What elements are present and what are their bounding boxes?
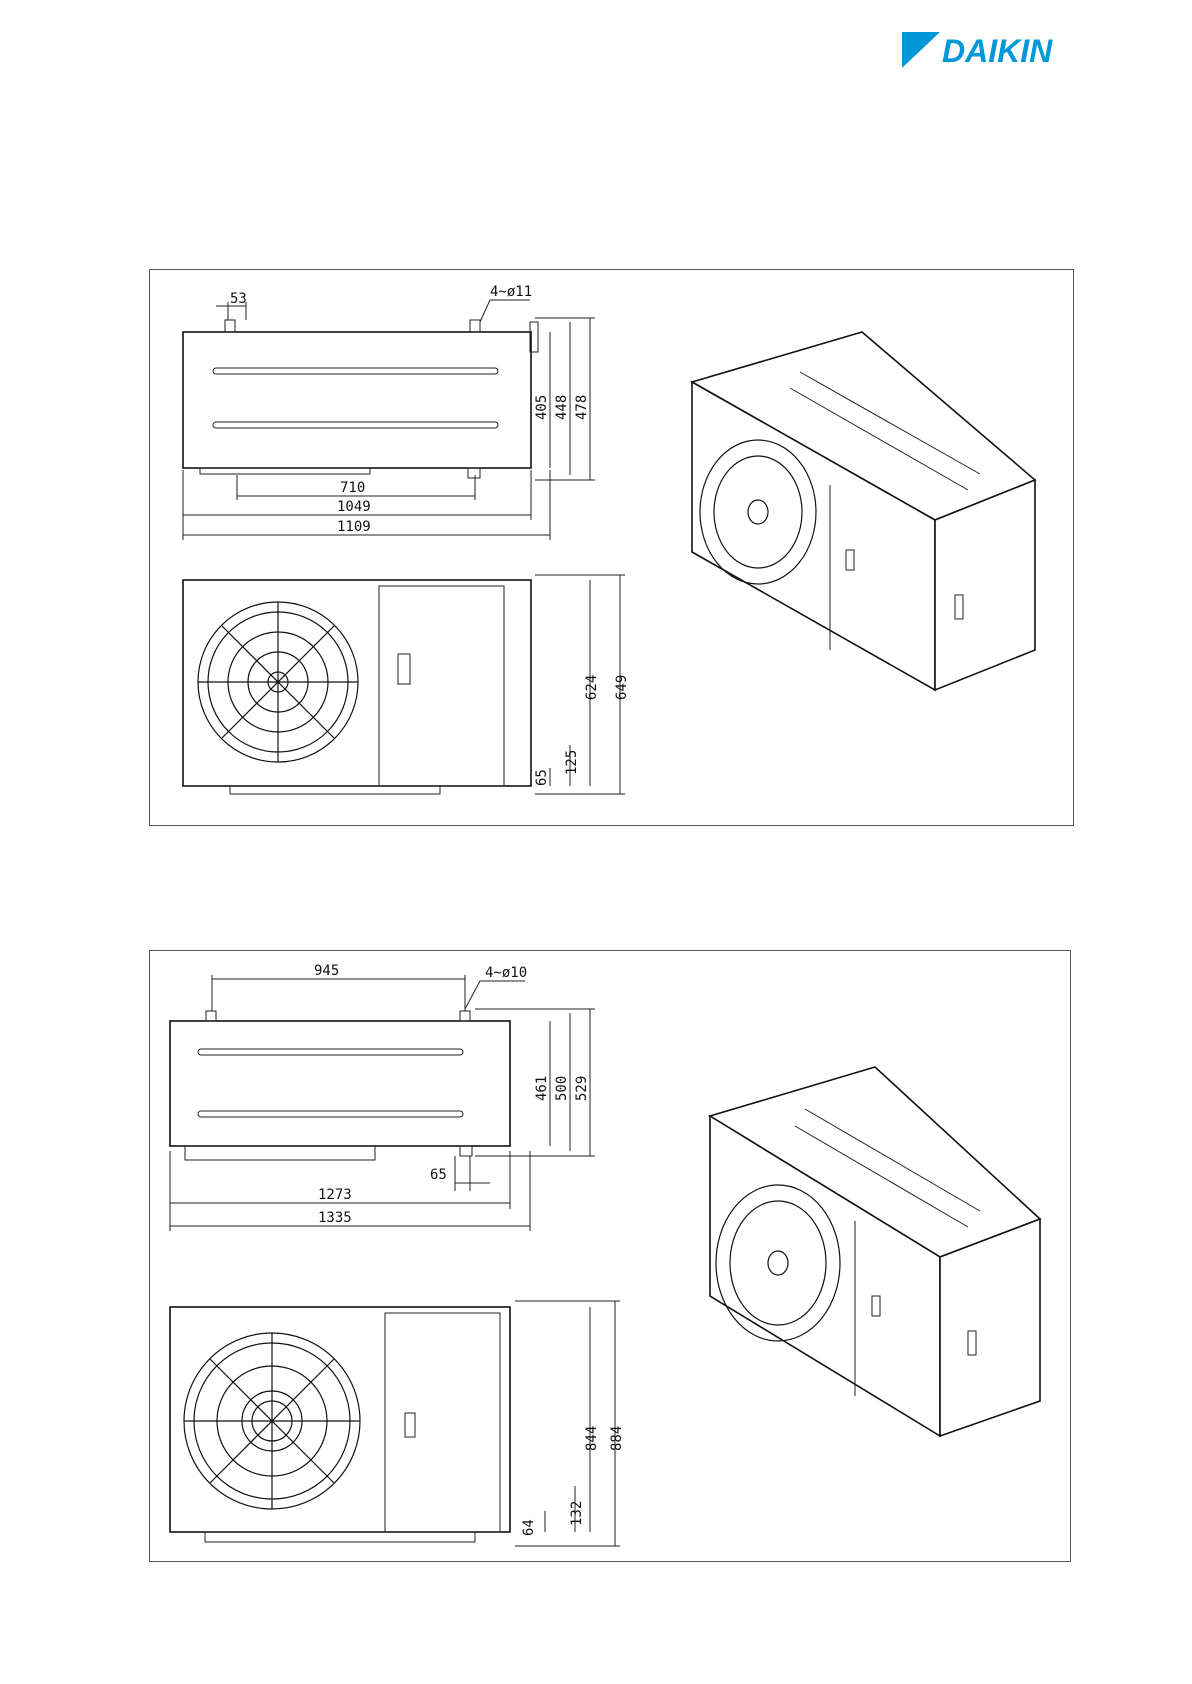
unit1-front-view: 624 649 125 65: [183, 575, 630, 794]
dim-1335: 1335: [318, 1210, 352, 1226]
dim-945: 945: [314, 963, 339, 979]
unit2-top-view: 945 4~ø10 461 500 529 65 1273: [170, 963, 595, 1231]
dim-holes-u2: 4~ø10: [485, 965, 527, 981]
dim-53: 53: [230, 291, 247, 307]
dim-65-u1: 65: [534, 769, 550, 786]
dim-1273: 1273: [318, 1187, 352, 1203]
dim-64: 64: [521, 1519, 537, 1536]
drawing-frame-unit-2: 945 4~ø10 461 500 529 65 1273: [149, 950, 1071, 1562]
daikin-logo: DAIKIN: [900, 30, 1086, 70]
dim-710: 710: [340, 480, 365, 496]
dim-649: 649: [614, 675, 630, 700]
dim-448: 448: [554, 395, 570, 420]
daikin-logo-mark: DAIKIN: [900, 30, 1086, 70]
unit1-top-view: 53 4~ø11 405 448 478 710 1049 11: [183, 284, 595, 540]
dim-132: 132: [569, 1501, 585, 1526]
dim-500: 500: [554, 1076, 570, 1101]
dim-1109: 1109: [337, 519, 371, 535]
unit2-isometric-view: [710, 1067, 1040, 1436]
dim-884: 884: [609, 1426, 625, 1451]
dim-461: 461: [534, 1076, 550, 1101]
dim-65-u2: 65: [430, 1167, 447, 1183]
dim-1049: 1049: [337, 499, 371, 515]
unit2-front-view: 844 884 132 64: [170, 1301, 625, 1546]
brand-name: DAIKIN: [942, 33, 1053, 69]
dim-478: 478: [574, 395, 590, 420]
dim-844: 844: [584, 1426, 600, 1451]
dim-125: 125: [564, 750, 580, 775]
dim-624: 624: [584, 675, 600, 700]
dim-529: 529: [574, 1076, 590, 1101]
dim-405: 405: [534, 395, 550, 420]
unit1-isometric-view: [692, 332, 1035, 690]
dim-holes-u1: 4~ø11: [490, 284, 532, 300]
drawing-frame-unit-1: 53 4~ø11 405 448 478 710 1049 11: [149, 269, 1074, 826]
